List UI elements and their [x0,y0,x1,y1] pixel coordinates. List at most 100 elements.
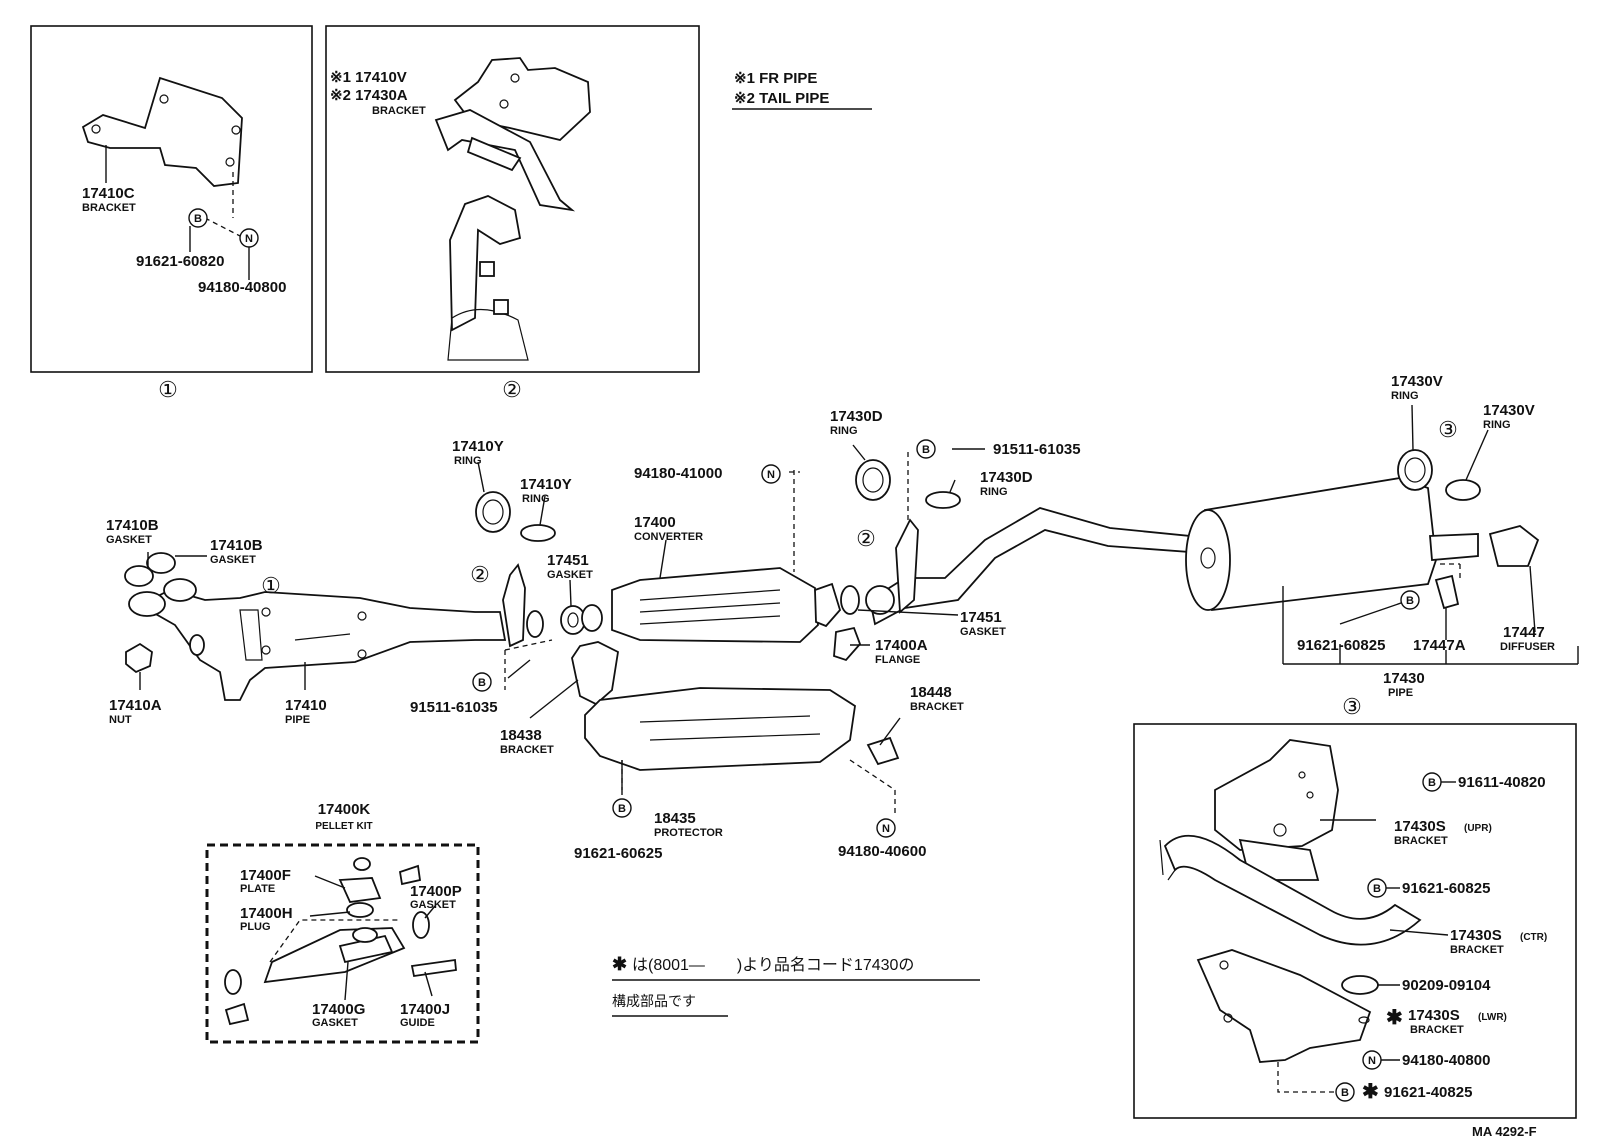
part-name-diffuser: DIFFUSER [1500,641,1555,653]
part-number-17400: 17400 [634,514,676,531]
legend: ※1 FR PIPE ※2 TAIL PIPE [732,70,872,110]
part-number-91621-40825: 91621-40825 [1384,1084,1472,1101]
main-exhaust-assembly: B N B N B B ① ② ② ③ 17410B GASKET 17410B… [106,373,1579,862]
pellet-kit-frame [205,843,480,1044]
manifold-port-2 [163,578,197,602]
part-number-17410a: 17410A [109,697,162,714]
part-name-protector: PROTECTOR [654,827,723,839]
part-name-pipe: PIPE [285,714,310,726]
part-name-nut: NUT [109,714,132,726]
legend-fr-pipe: ※1 FR PIPE [734,70,817,87]
part-number-91621-60825: 91621-60825 [1297,637,1385,654]
part-number-18435: 18435 [654,810,696,827]
part-number-17410y-a: 17410Y [452,438,504,455]
inset-3-frame [1133,723,1577,1119]
inset-2-marker: ② [502,377,522,402]
nut-17410a-shape [125,642,153,674]
inset-3-marker: ③ [1342,694,1362,719]
lwr-star: ✱ [1386,1007,1403,1029]
diffuser-17447 [1488,525,1540,567]
part-name-ring-b: RING [522,493,550,505]
b-muffler-symbol: B [1406,595,1414,607]
part-number-17430s-ctr: 17430S [1450,927,1502,944]
part-name-flange: FLANGE [875,654,920,666]
part-number-17400h: 17400H [240,905,293,922]
part-number-17400a: 17400A [875,637,928,654]
ring-17430d-b [925,491,961,509]
part-name-ring-v-b: RING [1483,419,1511,431]
part-number-94180-40600: 94180-40600 [838,843,926,860]
part-name-ring-d-a: RING [830,425,858,437]
cushion-90209 [1341,975,1379,995]
inset-3: ③ B B N B 91611-40820 17430S (UPR) [1133,694,1577,1119]
nut-symbol-label: N [245,233,253,245]
bolt-symbol-label: B [194,213,202,225]
part-name-converter: CONVERTER [634,531,703,543]
gasket-17400p-shape [412,911,430,939]
protector-18435 [584,687,856,771]
b1-symbol: B [1428,777,1436,789]
qualifier-ctr: (CTR) [1520,932,1547,943]
gasket-17451-right [840,585,860,615]
part-number-17430v-b: 17430V [1483,402,1535,419]
b3-star: ✱ [1362,1081,1379,1103]
part-number-17400p: 17400P [410,883,462,900]
inset-1-frame [30,25,313,373]
qualifier-upr: (UPR) [1464,823,1492,834]
ring-17410y-b [520,524,556,542]
part-name-gasket-g: GASKET [312,1017,358,1029]
n-top-symbol: N [767,469,775,481]
part-name-bracket: BRACKET [82,202,136,214]
bracket-ctr-shape [1163,834,1422,946]
part-name-ring-d-b: RING [980,486,1008,498]
part-name-plug: PLUG [240,921,271,933]
part-number-17430d-a: 17430D [830,408,883,425]
b-left-symbol: B [478,677,486,689]
marker-3: ③ [1438,417,1458,442]
part-number-17430: 17430 [1383,670,1425,687]
legend-tail-pipe: ※2 TAIL PIPE [734,90,829,107]
front-pipe-17410 [138,589,507,701]
part-number-18448: 18448 [910,684,952,701]
b2-symbol: B [1373,883,1381,895]
ref-17410v: ※1 17410V [330,69,407,86]
part-number-91621-60825-b: 91621-60825 [1402,880,1490,897]
flange-17400a-shape [833,626,862,662]
part-number-17410b-b: 17410B [210,537,263,554]
part-number-17410: 17410 [285,697,327,714]
part-number-91621-60625: 91621-60625 [574,845,662,862]
part-name-ring-a: RING [454,455,482,467]
inset-1-marker: ① [158,377,178,402]
part-number-17447: 17447 [1503,624,1545,641]
part-name-gasket-b: GASKET [210,554,256,566]
part-name-bracket-ctr: BRACKET [1450,944,1504,956]
part-name-bracket-upr: BRACKET [1394,835,1448,847]
part-number-94180-41000: 94180-41000 [634,465,722,482]
part-number-18438: 18438 [500,727,542,744]
part-number-17447a: 17447A [1413,637,1466,654]
qualifier-lwr: (LWR) [1478,1012,1507,1023]
part-number-17400g: 17400G [312,1001,365,1018]
plate-17400f-shape [338,877,382,903]
part-name-bracket: BRACKET [372,105,426,117]
part-number-17410b-a: 17410B [106,517,159,534]
nut-upper [479,261,495,277]
part-number-17400f: 17400F [240,867,291,884]
converter-outlet [814,582,842,628]
part-name-gasket-p: GASKET [410,899,456,911]
pellet-kit: 17400K PELLET KIT 17400F PLATE 17400H PL… [205,801,480,1044]
tail-pipe-17430 [868,507,1191,626]
bracket-strap-shape [466,136,522,172]
pellet-kit-name: PELLET KIT [315,821,372,832]
pellet-kit-number: 17400K [318,801,371,818]
part-number-nut: 94180-40800 [198,279,286,296]
hanger-shape [449,195,522,332]
b3-symbol: B [1341,1087,1349,1099]
manifold-port-1 [128,591,166,617]
ring-17430d-a [855,459,891,501]
part-number-bolt: 91621-60820 [136,253,224,270]
marker-1: ① [261,573,281,598]
part-number-91511-left: 91511-61035 [410,699,498,716]
marker-2-left: ② [470,562,490,587]
n1-symbol: N [1368,1055,1376,1067]
